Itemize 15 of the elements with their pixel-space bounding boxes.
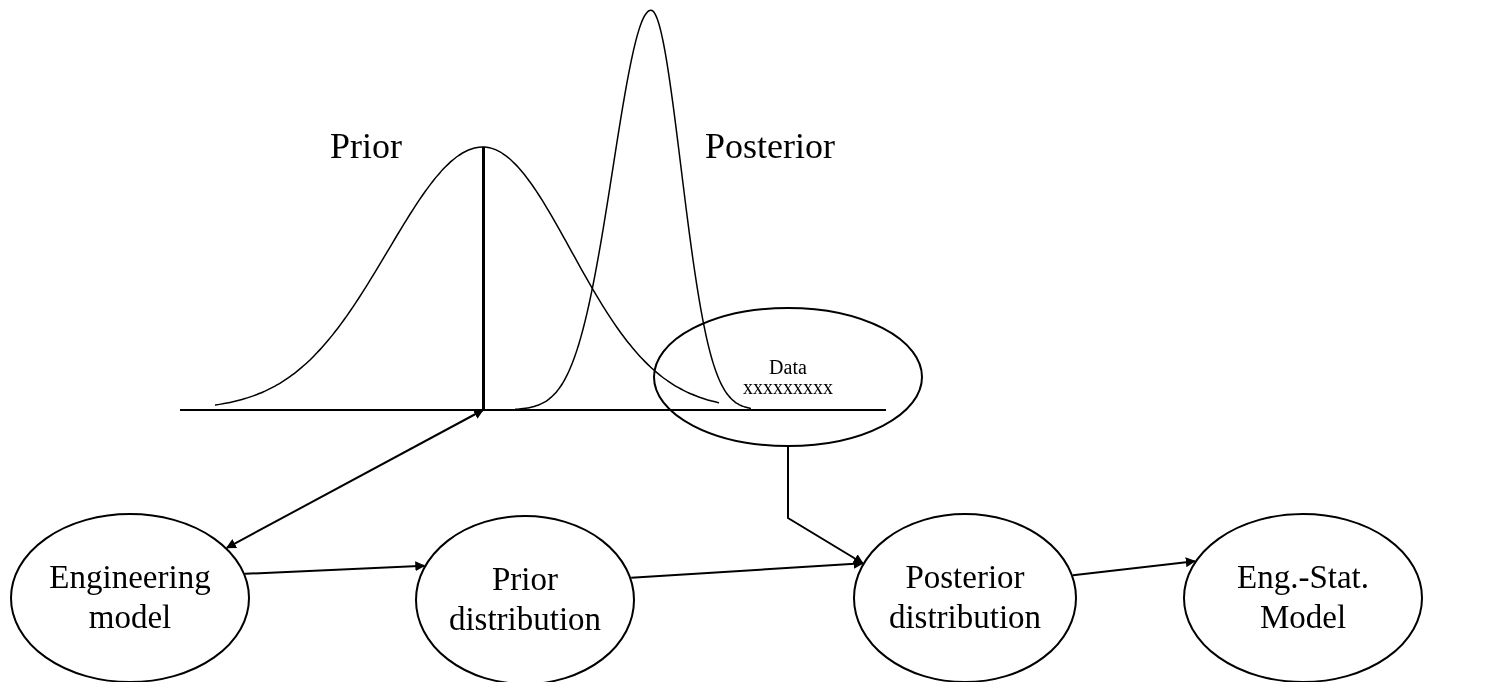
node-text: xxxxxxxxx (743, 377, 833, 397)
node-text: Data (769, 357, 807, 377)
node-text: Prior distribution (447, 560, 603, 639)
arrow (225, 409, 484, 549)
arrow (1071, 557, 1196, 577)
arrow (787, 446, 864, 565)
arrow (244, 561, 426, 575)
curve-label: Prior (330, 125, 402, 167)
ellipse-node (653, 307, 923, 447)
node-text: Posterior distribution (887, 558, 1043, 637)
arrow (630, 558, 864, 579)
mean-line (481, 147, 485, 410)
node-text: Eng.-Stat. Model (1236, 558, 1370, 637)
node-text: Engineering model (48, 558, 212, 637)
curve-label: Posterior (705, 125, 835, 167)
